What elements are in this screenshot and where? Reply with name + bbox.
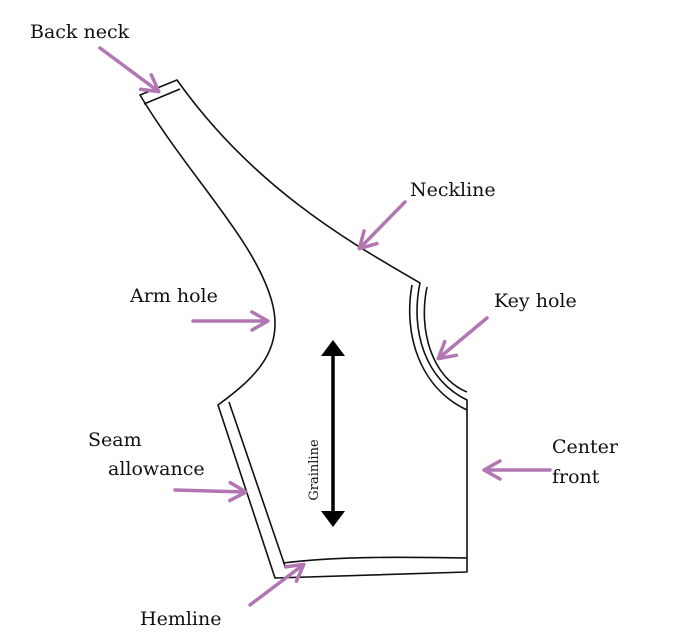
key-hole-facing-outer [408, 284, 468, 411]
seam-allowance-arrow [173, 480, 248, 503]
grainline-arrow [321, 340, 345, 527]
pattern-piece-outline [139, 79, 468, 579]
hem-allowance-line [282, 556, 468, 564]
key-hole-label: Key hole [494, 290, 577, 312]
hemline-arrow [248, 562, 306, 607]
seam-allowance-label-line1: Seam [88, 429, 142, 451]
neckline-arrow [357, 200, 407, 251]
hemline-label: Hemline [140, 608, 221, 630]
seam-allowance-label-line2: allowance [108, 458, 205, 480]
back-neck-arrow [98, 46, 161, 94]
back-neck-label: Back neck [30, 21, 130, 43]
key-hole-facing-inner [423, 286, 468, 393]
key-hole-arrow [436, 316, 489, 361]
arm-hole-label: Arm hole [129, 285, 218, 307]
neckline-label: Neckline [410, 179, 496, 201]
grainline-label: Grainline [307, 439, 322, 501]
back-neck-band [143, 88, 181, 105]
center-front-label-line1: Center [552, 436, 619, 458]
seam-allowance-line [228, 401, 286, 567]
center-front-label-line2: front [552, 466, 600, 488]
